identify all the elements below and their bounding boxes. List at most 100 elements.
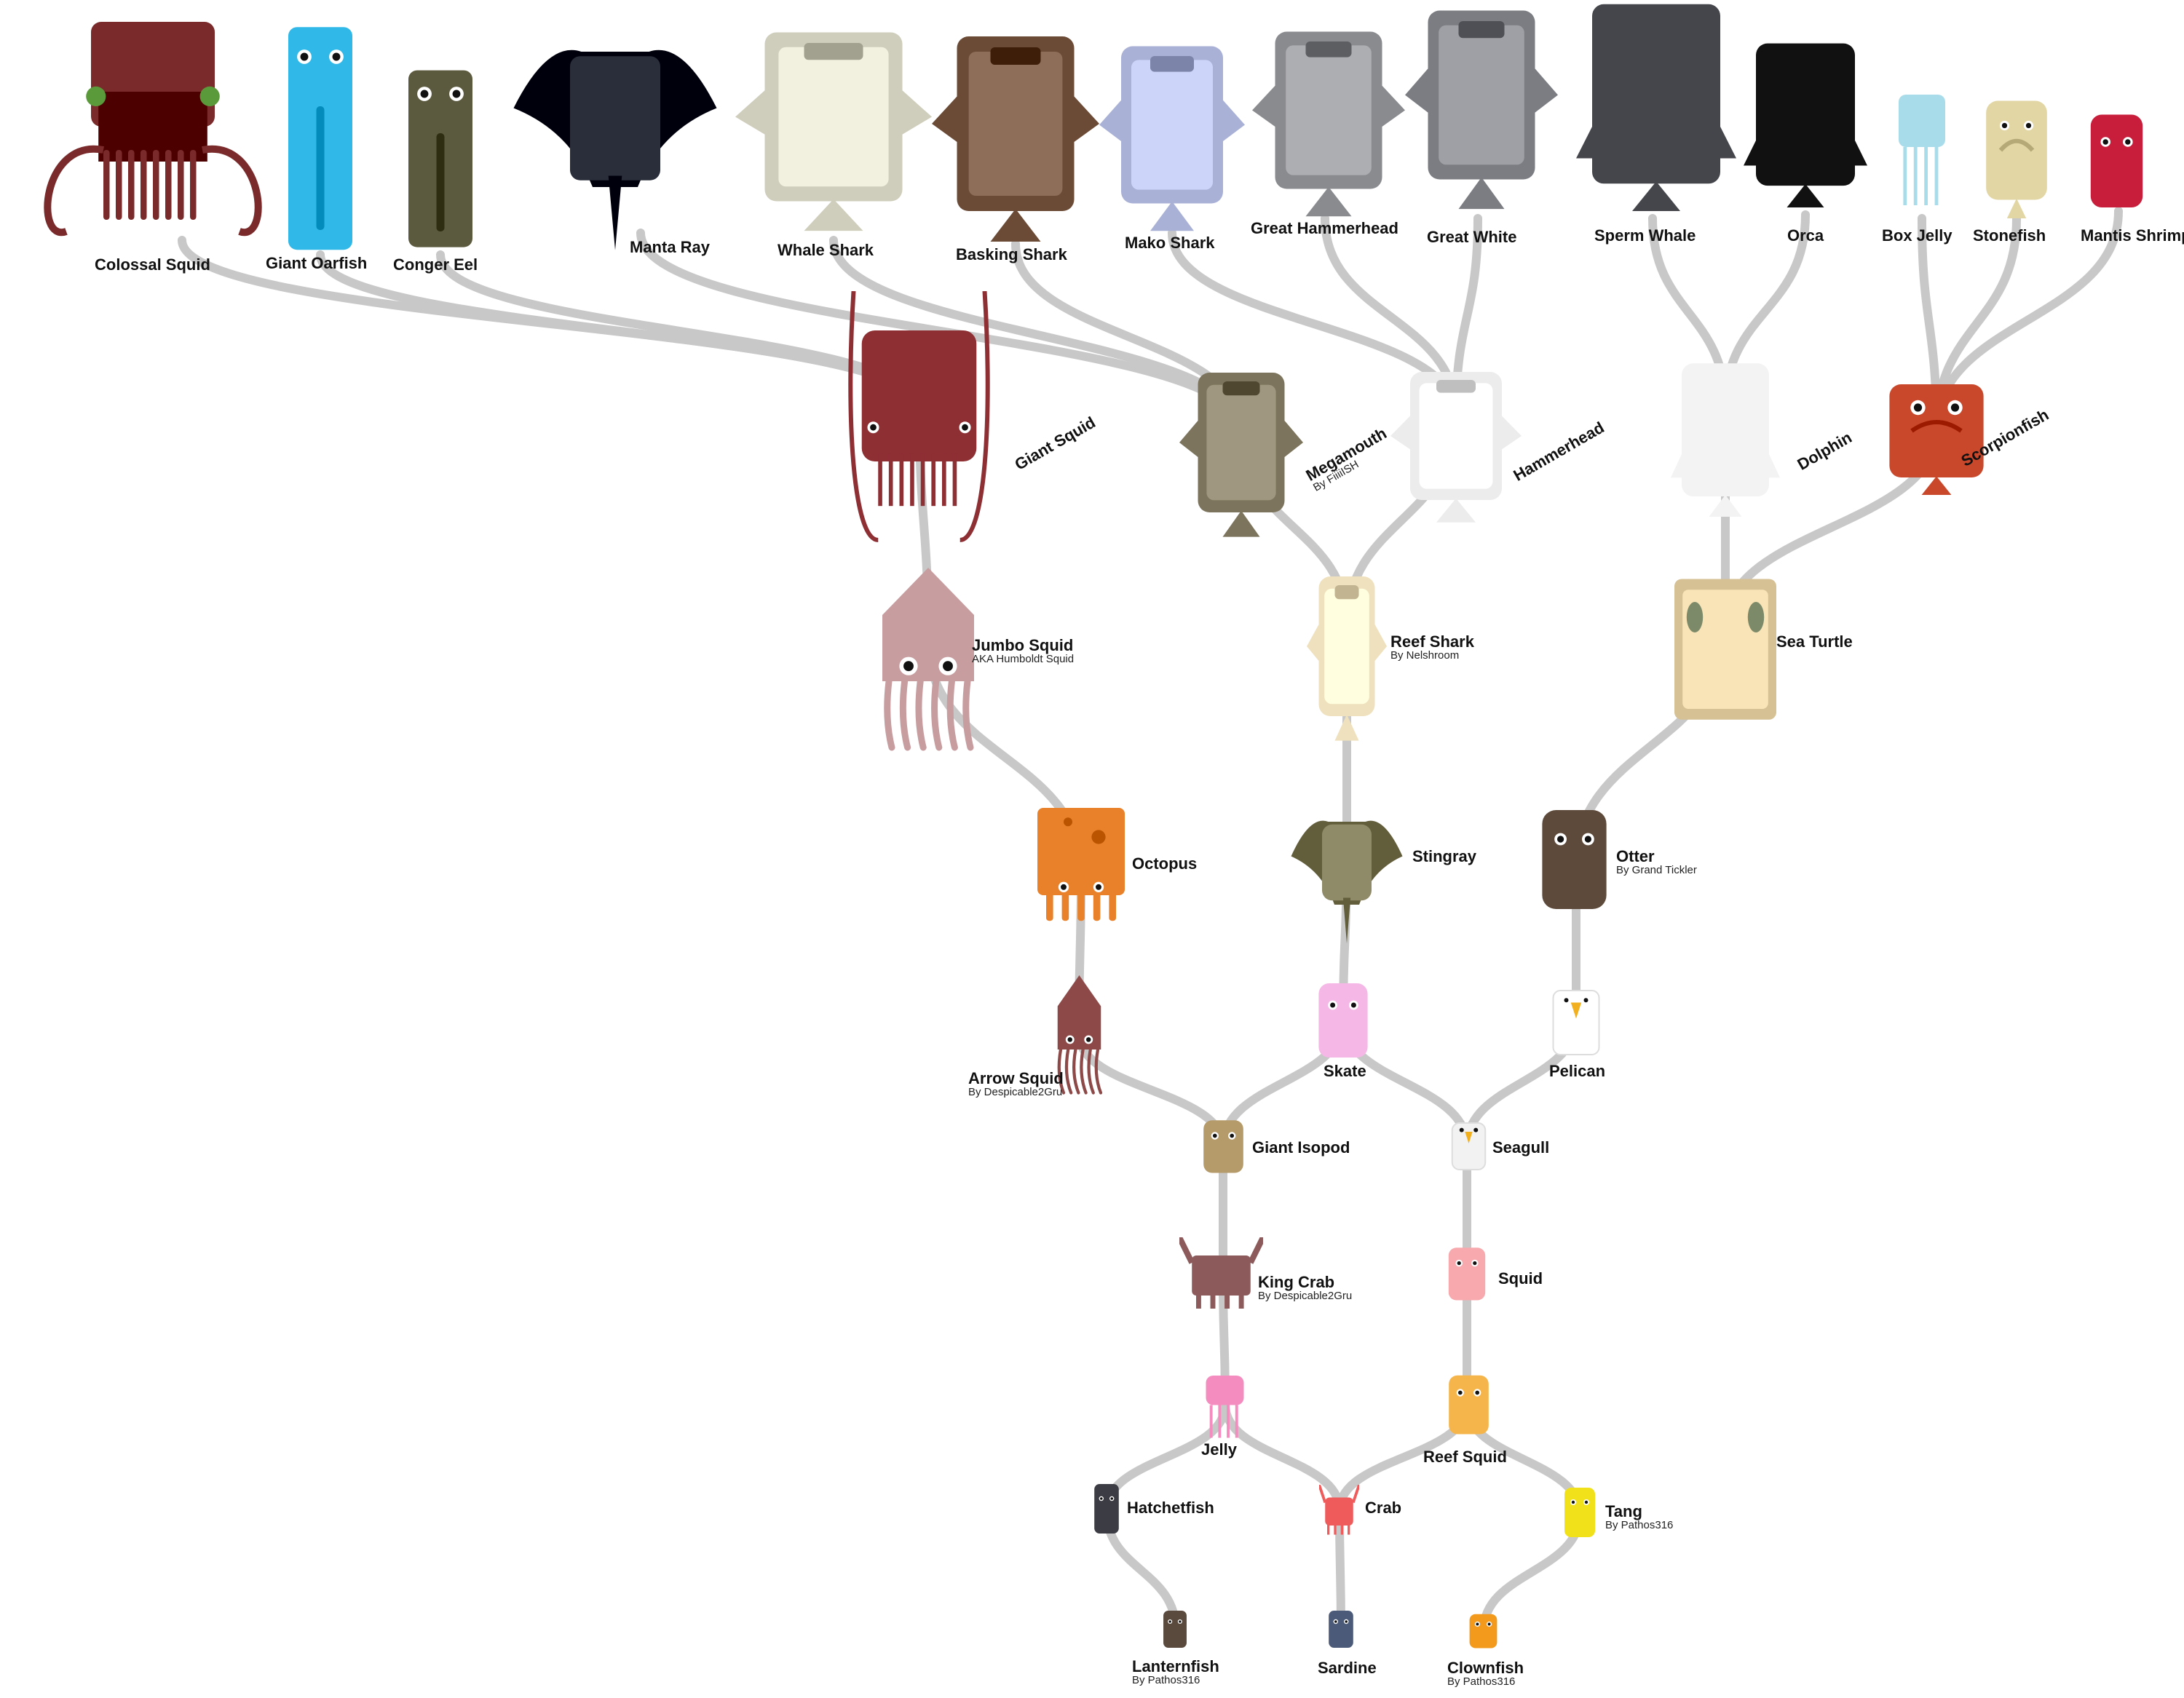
node-stonefish: Stonefish	[1973, 227, 2046, 244]
animal-name: Great Hammerhead	[1251, 220, 1398, 237]
animal-name: Manta Ray	[630, 239, 710, 255]
animal-name: Jumbo Squid	[972, 637, 1074, 654]
sperm-whale-icon	[1576, 0, 1736, 211]
lanternfish-icon	[1161, 1608, 1189, 1652]
animal-name: Reef Squid	[1423, 1448, 1507, 1465]
pelican-icon	[1543, 983, 1609, 1063]
node-box-jelly: Box Jelly	[1882, 227, 1952, 244]
node-clownfish: ClownfishBy Pathos316	[1447, 1659, 1524, 1688]
giant-squid-icon	[837, 291, 1001, 553]
animal-name: King Crab	[1258, 1274, 1352, 1290]
king-crab-icon	[1179, 1237, 1263, 1310]
node-king-crab: King CrabBy Despicable2Gru	[1258, 1274, 1352, 1302]
animal-name: Clownfish	[1447, 1659, 1524, 1676]
animal-credit: By Nelshroom	[1390, 650, 1474, 662]
skate-icon	[1314, 979, 1372, 1066]
animal-name: Reef Shark	[1390, 633, 1474, 650]
clownfish-icon	[1467, 1612, 1500, 1652]
node-orca: Orca	[1787, 227, 1824, 244]
node-sardine: Sardine	[1318, 1659, 1377, 1676]
node-manta-ray: Manta Ray	[630, 239, 710, 255]
hammerhead-icon	[1390, 364, 1522, 524]
animal-name: Colossal Squid	[95, 256, 210, 273]
sea-turtle-icon	[1674, 571, 1776, 724]
animal-credit: By Pathos316	[1447, 1676, 1524, 1688]
node-conger-eel: Conger Eel	[393, 256, 478, 273]
animal-credit: By Despicable2Gru	[1258, 1290, 1352, 1302]
animal-name: Tang	[1605, 1503, 1673, 1520]
animal-credit: By Despicable2Gru	[968, 1087, 1064, 1098]
animal-credit: AKA Humboldt Squid	[972, 654, 1074, 665]
animal-name: Great White	[1427, 229, 1516, 245]
node-colossal-squid: Colossal Squid	[95, 256, 210, 273]
manta-ray-icon	[502, 29, 728, 255]
crab-icon	[1319, 1485, 1359, 1536]
animal-name: Mantis Shrimp	[2081, 227, 2184, 244]
node-giant-isopod: Giant Isopod	[1252, 1139, 1350, 1156]
node-basking-shark: Basking Shark	[956, 246, 1067, 263]
animal-name: Hatchetfish	[1127, 1499, 1214, 1516]
giant-oarfish-icon	[280, 7, 360, 255]
animal-name: Stingray	[1412, 848, 1476, 865]
edge-giant_squid-giant_oarfish	[320, 255, 919, 408]
tang-icon	[1562, 1485, 1598, 1543]
colossal-squid-icon	[29, 22, 277, 255]
stingray-icon	[1285, 808, 1409, 946]
animal-name: Arrow Squid	[968, 1070, 1064, 1087]
reef-shark-icon	[1307, 568, 1387, 742]
mantis-shrimp-icon	[2086, 109, 2148, 218]
node-sperm-whale: Sperm Whale	[1594, 227, 1696, 244]
animal-credit: By Pathos316	[1605, 1520, 1673, 1531]
animal-name: Lanternfish	[1132, 1658, 1219, 1675]
animal-name: Otter	[1616, 848, 1697, 865]
animal-credit: By Pathos316	[1132, 1675, 1219, 1686]
animal-name: Sperm Whale	[1594, 227, 1696, 244]
conger-eel-icon	[400, 55, 480, 251]
animal-name: Giant Isopod	[1252, 1139, 1350, 1156]
node-whale-shark: Whale Shark	[778, 242, 874, 258]
animal-name: Basking Shark	[956, 246, 1067, 263]
animal-name: Mako Shark	[1125, 234, 1215, 251]
node-great-hammerhead: Great Hammerhead	[1251, 220, 1398, 237]
animal-name: Squid	[1498, 1270, 1543, 1287]
animal-name: Orca	[1787, 227, 1824, 244]
animal-name: Whale Shark	[778, 242, 874, 258]
node-mako-shark: Mako Shark	[1125, 234, 1215, 251]
orca-icon	[1744, 40, 1867, 207]
node-stingray: Stingray	[1412, 848, 1476, 865]
animal-name: Sea Turtle	[1776, 633, 1853, 650]
animal-credit: By Grand Tickler	[1616, 865, 1697, 876]
animal-name: Box Jelly	[1882, 227, 1952, 244]
basking-shark-icon	[932, 25, 1099, 244]
megamouth-icon	[1179, 364, 1303, 539]
sardine-icon	[1326, 1608, 1356, 1652]
animal-name: Skate	[1324, 1063, 1366, 1079]
animal-name: Octopus	[1132, 855, 1197, 872]
node-seagull: Seagull	[1492, 1139, 1549, 1156]
seagull-icon	[1445, 1117, 1492, 1175]
animal-name: Conger Eel	[393, 256, 478, 273]
animal-name: Stonefish	[1973, 227, 2046, 244]
node-jelly: Jelly	[1201, 1441, 1237, 1458]
node-giant-oarfish: Giant Oarfish	[266, 255, 367, 271]
mako-shark-icon	[1099, 36, 1245, 233]
node-skate: Skate	[1324, 1063, 1366, 1079]
node-great-white: Great White	[1427, 229, 1516, 245]
whale-shark-icon	[735, 22, 932, 233]
giant-isopod-icon	[1200, 1117, 1247, 1179]
scorpionfish-icon	[1875, 378, 1998, 495]
node-sea-turtle: Sea Turtle	[1776, 633, 1853, 650]
animal-name: Giant Oarfish	[266, 255, 367, 271]
animal-name: Pelican	[1549, 1063, 1605, 1079]
reef-squid-icon	[1445, 1372, 1492, 1441]
box-jelly-icon	[1893, 95, 1951, 211]
node-pelican: Pelican	[1549, 1063, 1605, 1079]
animal-name: Seagull	[1492, 1139, 1549, 1156]
animal-name: Jelly	[1201, 1441, 1237, 1458]
